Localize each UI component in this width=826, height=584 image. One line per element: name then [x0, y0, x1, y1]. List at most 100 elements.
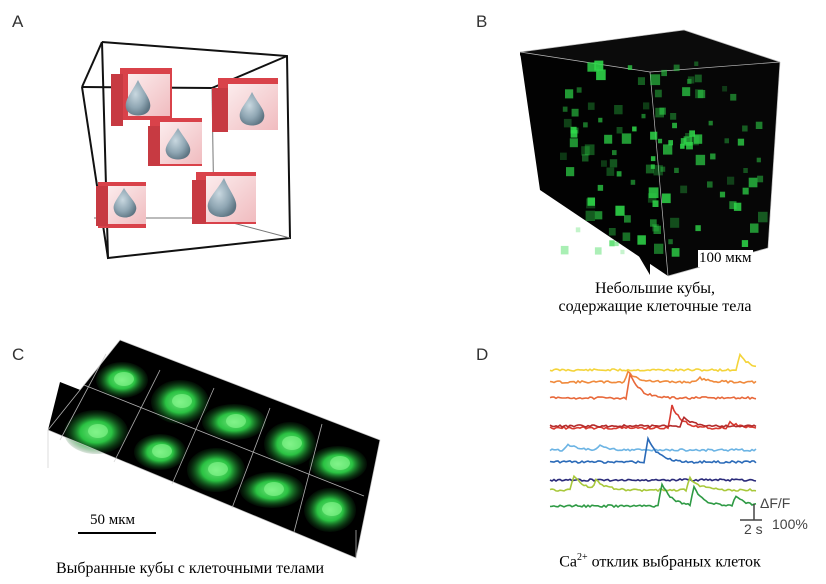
- green-cube: [645, 164, 654, 174]
- cell-core: [172, 394, 192, 408]
- green-cube: [655, 107, 664, 118]
- green-cube: [569, 138, 578, 148]
- green-cube: [682, 87, 691, 97]
- green-cube: [587, 62, 596, 72]
- green-cube: [694, 74, 702, 83]
- green-cube: [565, 89, 574, 99]
- green-cube: [662, 193, 671, 204]
- green-cube: [614, 105, 623, 115]
- green-cube: [683, 136, 693, 146]
- green-cube: [654, 243, 664, 254]
- green-cube: [632, 126, 637, 132]
- green-cube: [650, 156, 656, 162]
- panel-c-selected-cubes: [47, 339, 381, 559]
- time-label: 2 s: [744, 521, 763, 537]
- panel-a-letter: A: [12, 12, 24, 31]
- green-cube: [697, 90, 706, 99]
- green-cube: [587, 102, 595, 110]
- green-cube: [643, 102, 650, 110]
- green-cube: [585, 210, 595, 221]
- trace-line: [549, 370, 757, 385]
- panel-b-caption-line1: Небольшие кубы,: [594, 280, 716, 297]
- cell-cube-4: [96, 182, 146, 228]
- green-cube: [608, 228, 616, 236]
- panel-b-caption-line2: содержащие клеточные тела: [558, 298, 752, 315]
- green-cube: [660, 166, 666, 172]
- green-cube: [670, 217, 680, 228]
- green-cube: [671, 248, 680, 257]
- green-cube: [616, 127, 623, 134]
- green-cube: [615, 205, 625, 216]
- green-cube: [609, 159, 618, 168]
- green-cube: [624, 215, 631, 223]
- panel-b-volume: [519, 29, 781, 277]
- green-cube: [601, 160, 607, 167]
- green-cube: [659, 107, 666, 115]
- panel-c-caption: Выбранные кубы с клеточными телами: [55, 560, 325, 577]
- green-cube: [724, 138, 729, 144]
- green-cube: [650, 131, 658, 140]
- green-cube: [650, 219, 657, 227]
- green-cube: [594, 247, 602, 255]
- green-cube: [560, 245, 569, 255]
- panel-a-cube-diagram: [81, 41, 292, 260]
- green-cube: [673, 64, 680, 72]
- green-cube: [622, 232, 631, 241]
- green-cube: [729, 201, 737, 210]
- green-cube: [621, 133, 632, 144]
- green-cube: [750, 223, 759, 233]
- green-cube: [668, 140, 673, 146]
- green-cube: [584, 144, 595, 156]
- green-cube: [685, 133, 690, 138]
- green-cube: [641, 113, 646, 119]
- green-cube: [604, 134, 613, 144]
- green-cube: [570, 130, 578, 138]
- green-cube: [594, 211, 603, 220]
- green-cube: [571, 108, 579, 117]
- green-cube: [686, 142, 693, 150]
- panel-d-letter: D: [476, 345, 489, 364]
- green-cube: [755, 121, 763, 129]
- green-cube: [653, 165, 663, 176]
- trace-line: [549, 443, 757, 453]
- cell-core: [330, 456, 350, 470]
- cell-core: [264, 482, 284, 496]
- trace-line: [549, 435, 757, 465]
- cell-cube-3: [148, 118, 202, 166]
- green-cube: [748, 177, 758, 188]
- green-cube: [598, 117, 603, 123]
- green-cube: [695, 225, 701, 232]
- green-cube: [708, 120, 713, 126]
- panel-d-caption: Ca2+ отклик выбраных клеток: [500, 552, 820, 571]
- green-cube: [650, 74, 661, 86]
- green-cube: [742, 125, 748, 132]
- green-cube: [594, 60, 604, 71]
- cell-core: [88, 424, 108, 438]
- green-cube: [576, 87, 582, 93]
- trace-line: [549, 416, 757, 429]
- green-cube: [637, 77, 645, 85]
- green-cube: [722, 86, 728, 92]
- green-cube: [687, 76, 695, 84]
- green-cube: [614, 241, 619, 247]
- green-cube: [583, 122, 588, 128]
- green-cube: [570, 126, 577, 134]
- green-cube: [689, 130, 695, 137]
- cell-core: [114, 372, 134, 386]
- green-cube: [647, 193, 657, 203]
- green-cube: [562, 106, 568, 112]
- green-cube: [743, 168, 748, 173]
- panel-d-caption-prefix: Ca: [559, 553, 577, 571]
- trace-scale-bars: [740, 504, 762, 521]
- green-cube: [680, 185, 688, 194]
- green-cube: [663, 144, 673, 155]
- green-cube: [596, 69, 606, 81]
- green-cube: [733, 202, 742, 211]
- green-cube: [730, 93, 737, 101]
- trace-line: [549, 372, 757, 401]
- green-cube: [606, 167, 615, 176]
- green-cube: [689, 135, 699, 146]
- green-cube: [658, 138, 663, 144]
- green-cube: [687, 78, 692, 84]
